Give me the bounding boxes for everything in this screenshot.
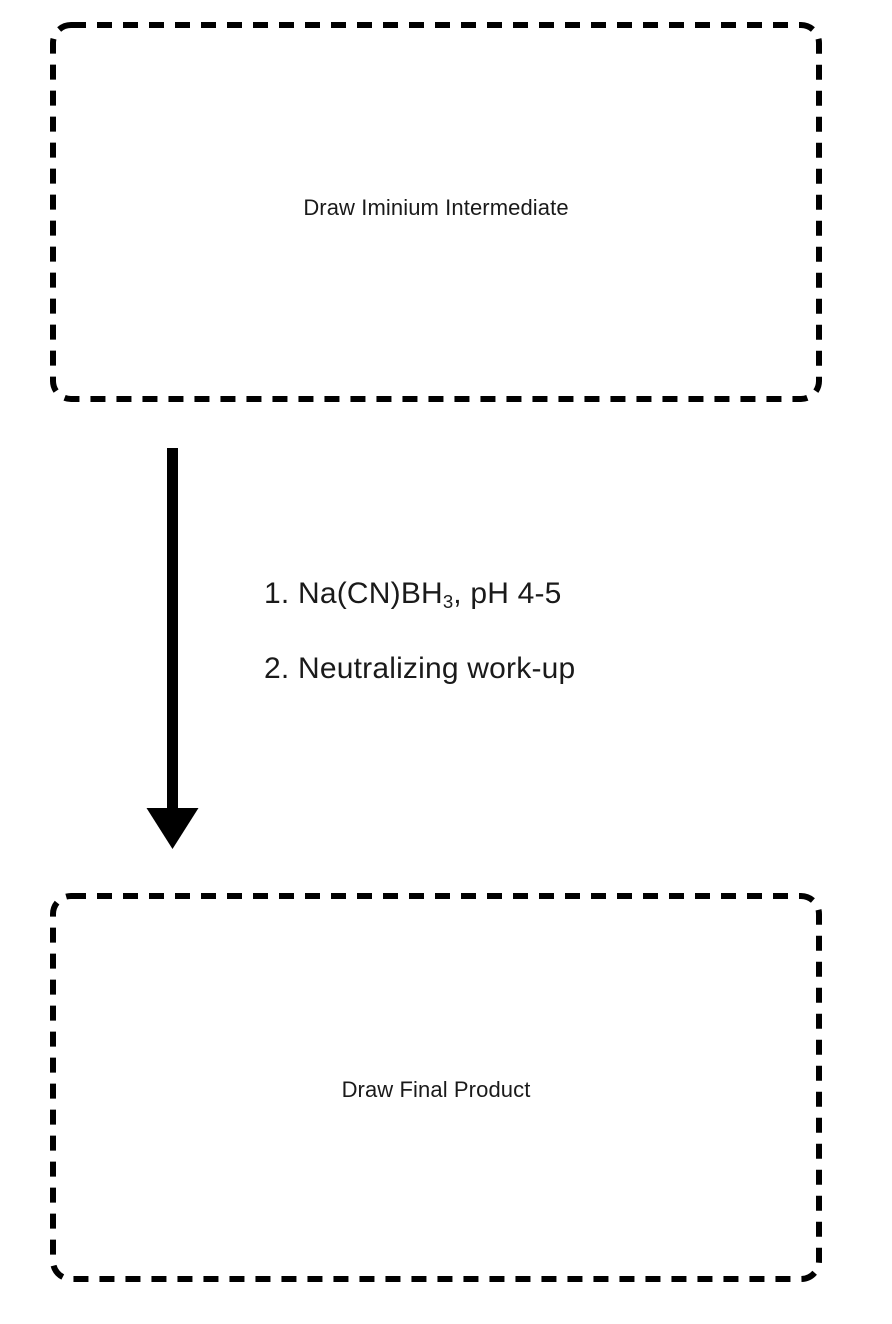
reaction-arrow [138,440,230,860]
condition-1-text-after-subscript: , pH 4-5 [453,577,562,610]
reaction-condition-line-1: 1. Na(CN)BH3, pH 4-5 [264,577,784,612]
condition-2-number: 2. [264,651,290,685]
draw-box-iminium-intermediate[interactable]: Draw Iminium Intermediate [50,22,822,402]
draw-box-final-product[interactable]: Draw Final Product [50,893,822,1282]
reaction-condition-line-2: 2. Neutralizing work-up [264,651,784,685]
reaction-conditions: 1. Na(CN)BH3, pH 4-5 2. Neutralizing wor… [264,578,784,684]
draw-box-final-product-label: Draw Final Product [341,1077,531,1103]
condition-1-text-before-subscript: Na(CN)BH [289,577,443,610]
draw-box-iminium-label: Draw Iminium Intermediate [303,194,569,220]
condition-1-number: 1. [264,577,290,610]
condition-2-text-before-subscript: Neutralizing work-up [289,651,576,685]
down-arrow-icon [146,448,199,849]
condition-1-subscript: 3 [442,590,454,612]
